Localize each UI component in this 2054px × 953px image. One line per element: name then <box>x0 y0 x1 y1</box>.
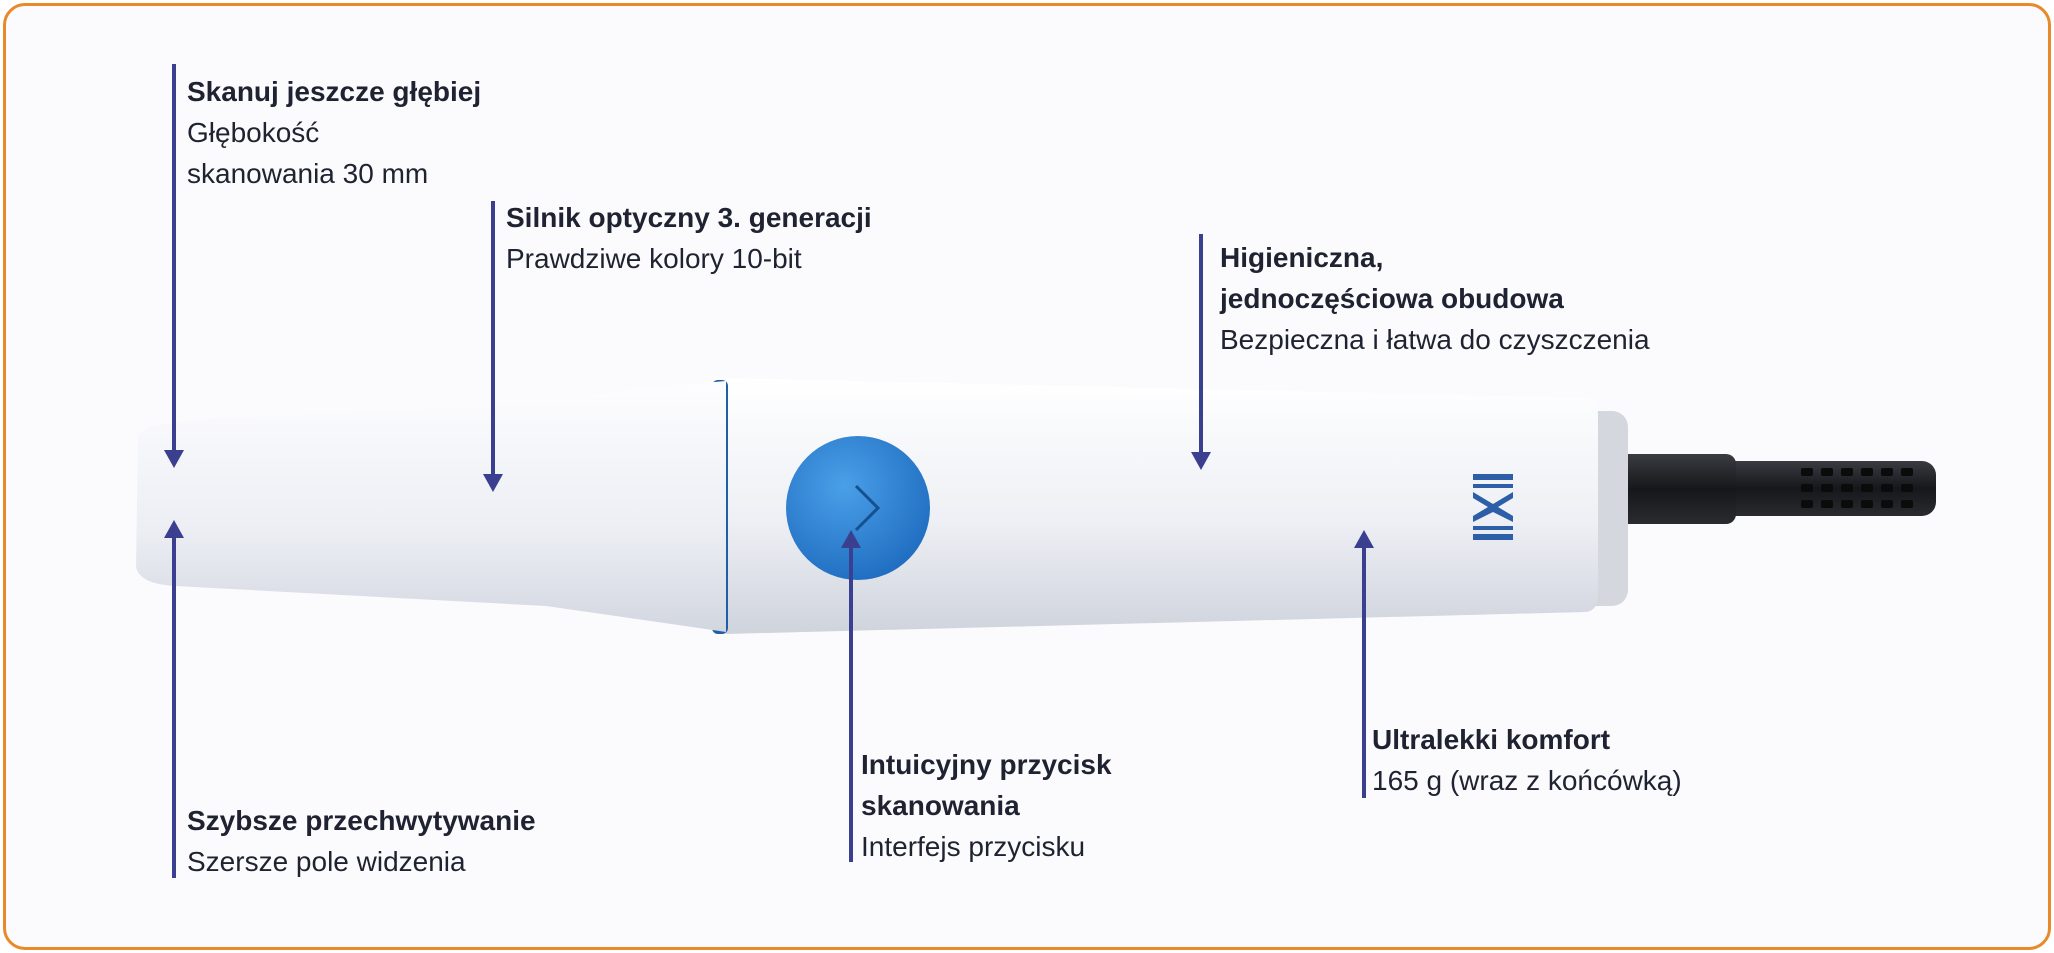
callout-button-title-line2: skanowania <box>861 790 1020 821</box>
callout-weight-desc: 165 g (wraz z końcówką) <box>1372 765 1682 796</box>
callout-button-title-line1: Intuicyjny przycisk <box>861 749 1112 780</box>
callout-optics: Silnik optyczny 3. generacji Prawdziwe k… <box>506 197 872 279</box>
callout-arrows <box>164 64 1374 878</box>
scanner-illustration <box>136 64 1936 878</box>
scanner-body <box>726 378 1598 634</box>
callout-button: Intuicyjny przycisk skanowania Interfejs… <box>861 744 1112 867</box>
callout-housing-desc: Bezpieczna i łatwa do czyszczenia <box>1220 324 1650 355</box>
callout-depth-title: Skanuj jeszcze głębiej <box>187 76 482 107</box>
callout-depth-desc-line1: Głębokość <box>187 117 320 148</box>
cable <box>1606 454 1936 524</box>
callout-housing-title-line2: jednoczęściowa obudowa <box>1220 283 1564 314</box>
callout-depth: Skanuj jeszcze głębiej Głębokość skanowa… <box>187 71 481 194</box>
callout-capture: Szybsze przechwytywanie Szersze pole wid… <box>187 800 536 882</box>
callout-weight: Ultralekki komfort 165 g (wraz z końcówk… <box>1372 719 1682 801</box>
diagram-frame: Skanuj jeszcze głębiej Głębokość skanowa… <box>3 3 2051 950</box>
callout-optics-title: Silnik optyczny 3. generacji <box>506 202 872 233</box>
callout-button-desc: Interfejs przycisku <box>861 831 1086 862</box>
callout-housing: Higieniczna, jednoczęściowa obudowa Bezp… <box>1220 237 1650 360</box>
callout-capture-desc: Szersze pole widzenia <box>187 846 466 877</box>
scan-button-graphic <box>786 436 930 580</box>
callout-optics-desc: Prawdziwe kolory 10-bit <box>506 243 802 274</box>
callout-capture-title: Szybsze przechwytywanie <box>187 805 536 836</box>
callout-depth-desc-line2: skanowania 30 mm <box>187 158 429 189</box>
callout-weight-title: Ultralekki komfort <box>1372 724 1611 755</box>
scanner-tip <box>136 381 726 632</box>
callout-housing-title-line1: Higieniczna, <box>1220 242 1384 273</box>
logo-icon <box>1473 474 1513 540</box>
